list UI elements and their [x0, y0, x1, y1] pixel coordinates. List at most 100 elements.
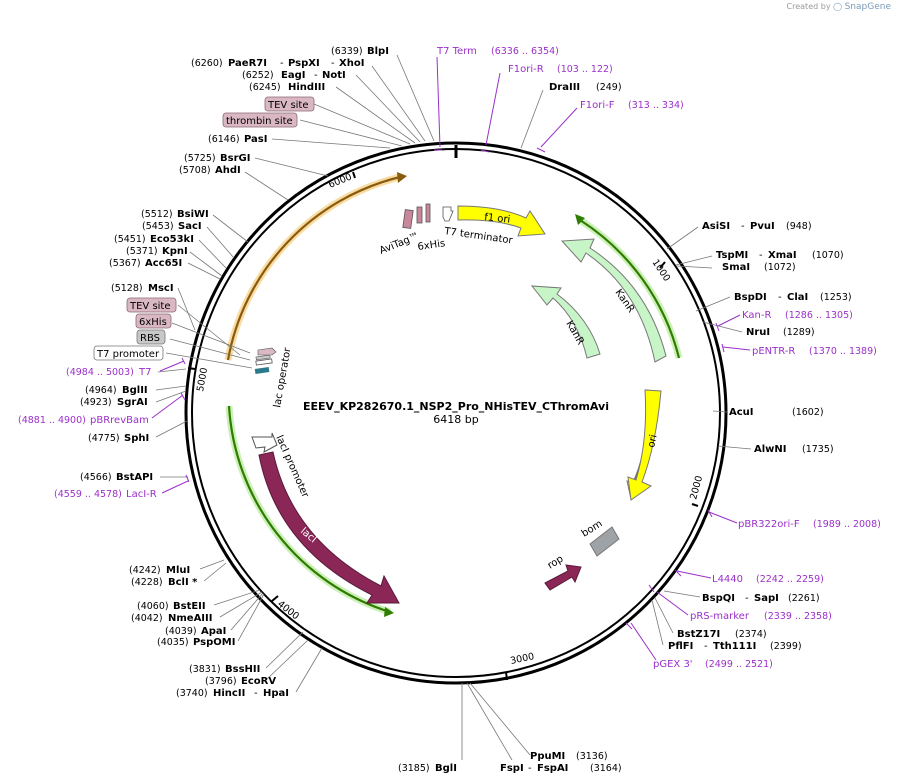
plasmid-length: 6418 bp — [433, 413, 478, 426]
site-pflfi: PflFI — [668, 641, 693, 652]
credit-brand: SnapGene — [844, 2, 891, 12]
sep-pspxi: - — [280, 58, 284, 69]
laci-promoter-arrow — [251, 432, 278, 453]
tick-3000 — [505, 671, 508, 681]
site-acc65i: Acc65I — [145, 258, 182, 269]
site-xhoi: XhoI — [339, 58, 364, 69]
site-nmeaiii: NmeAIII — [168, 613, 212, 624]
chip-rbs: RBS — [140, 333, 160, 344]
pos-ppumi: (3136) — [576, 751, 608, 762]
rop-arrow — [544, 564, 582, 591]
kan-line-head — [575, 214, 585, 225]
primer-leaders — [151, 56, 751, 661]
sep-hpai: - — [254, 688, 258, 699]
backbone — [184, 141, 728, 685]
t7-terminator-label: T7 terminator — [443, 226, 515, 247]
sep-sapi: - — [745, 593, 749, 604]
primer-pgex3: pGEX 3' — [653, 659, 693, 670]
pos-pasi: (6146) — [208, 134, 240, 145]
site-tth111i: Tth111I — [713, 641, 756, 652]
site-acui: AcuI — [729, 407, 754, 418]
primer-pentrr: pENTR-R — [752, 346, 795, 357]
primer-t7: T7 — [138, 367, 151, 378]
pos-hincii: (3740) — [176, 688, 208, 699]
pos-acc65i: (5367) — [109, 258, 141, 269]
ori-arrow-body — [627, 389, 662, 501]
orf-arc-glow — [224, 173, 401, 361]
laci-arrow — [258, 451, 400, 604]
site-fspai: FspAI — [537, 763, 568, 774]
features: f1 ori KanR KanR ori bom rop lacI lacI p… — [224, 172, 683, 617]
site-bstz17i: BstZ17I — [677, 629, 720, 640]
pos-eco53ki: (5451) — [114, 234, 146, 245]
t7-promoter-mini — [255, 358, 273, 366]
kanr-outer-arrow — [560, 238, 667, 363]
primer-prsmarker: pRS-marker — [690, 611, 750, 622]
primer-kanr-pos: (1286 .. 1305) — [785, 310, 853, 321]
site-bgli: BglI — [435, 763, 457, 774]
primer-kanr: Kan-R — [742, 310, 771, 321]
credit-text: Created by — [786, 2, 831, 11]
site-ahdi: AhdI — [215, 165, 241, 176]
t7-terminator-icon — [442, 206, 454, 222]
chip-tevsite1: TEV site — [267, 100, 309, 111]
site-hindiii: HindIII — [288, 82, 325, 93]
pos-bstz17i: (2374) — [735, 629, 767, 640]
pos-clai: (1253) — [820, 292, 852, 303]
thrombin-top-box — [425, 203, 431, 223]
avitag-label: AviTag™ — [378, 231, 421, 257]
rbs-mini — [255, 354, 271, 361]
lac-operator-label: lac operator — [272, 346, 294, 408]
tick-6000 — [352, 171, 356, 179]
primer-t7term-pos: (6336 .. 6354) — [491, 46, 559, 57]
site-alwni: AlwNI — [754, 444, 787, 455]
sixhis-top-box — [416, 206, 423, 224]
chip-tevsite2: TEV site — [129, 301, 171, 312]
pos-sgrai: (4923) — [80, 397, 112, 408]
site-pasi: PasI — [244, 134, 267, 145]
pos-smai: (1072) — [764, 262, 796, 273]
site-bcli: BclI * — [168, 577, 198, 588]
site-bsshii: BssHII — [225, 664, 260, 675]
site-smai: SmaI — [722, 262, 750, 273]
site-fspi: FspI — [500, 763, 524, 774]
chip-labels: TEV site thrombin site TEV site 6xHis RB… — [93, 96, 315, 361]
ori-label: ori — [646, 434, 659, 449]
site-ecorv: EcoRV — [241, 676, 276, 687]
chip-t7prom: T7 promoter — [96, 349, 160, 360]
tick-4000 — [271, 595, 279, 602]
sep-pvui: - — [741, 221, 745, 232]
pos-bsrgi: (5725) — [184, 153, 216, 164]
sep-noti: - — [314, 70, 318, 81]
bom-box — [589, 526, 620, 557]
pos-alwni: (1735) — [802, 444, 834, 455]
primer-pbr322orif-pos: (1989 .. 2008) — [813, 519, 881, 530]
pos-bcli: (4228) — [131, 577, 163, 588]
pos-bsiwi: (5512) — [141, 209, 173, 220]
tick-2000 — [691, 503, 699, 507]
site-pspomi: PspOMI — [193, 637, 235, 648]
lac-operator-box — [254, 367, 270, 374]
site-hincii: HincII — [213, 688, 245, 699]
tick-label-2000: 2000 — [688, 475, 705, 501]
pos-fspai: (3164) — [590, 763, 622, 774]
site-sphi: SphI — [124, 433, 149, 444]
site-hpai: HpaI — [263, 688, 289, 699]
primer-lacir-pos: (4559 .. 4578) — [54, 489, 122, 500]
site-xmai: XmaI — [768, 250, 797, 261]
sep-xhoi: - — [331, 58, 335, 69]
primer-pbrrevbam-pos: (4881 .. 4900) — [18, 415, 86, 426]
site-labels: (6339) BlpI (6260) PaeR7I - PspXI - XhoI… — [80, 46, 852, 774]
pos-ahdi: (5708) — [179, 165, 211, 176]
pos-acui: (1602) — [792, 407, 824, 418]
site-sgrai: SgrAI — [117, 397, 148, 408]
pos-hindiii: (6245) — [249, 82, 281, 93]
chip-t7prom-box — [93, 345, 164, 361]
pos-nmeaiii: (4042) — [131, 613, 163, 624]
primer-pentrr-pos: (1370 .. 1389) — [809, 346, 877, 357]
primer-pgex3-pos: (2499 .. 2521) — [705, 659, 773, 670]
chip-tevsite2-box — [126, 297, 177, 313]
primer-prsmarker-pos: (2339 .. 2358) — [764, 611, 832, 622]
tick-label-3000: 3000 — [509, 651, 535, 667]
